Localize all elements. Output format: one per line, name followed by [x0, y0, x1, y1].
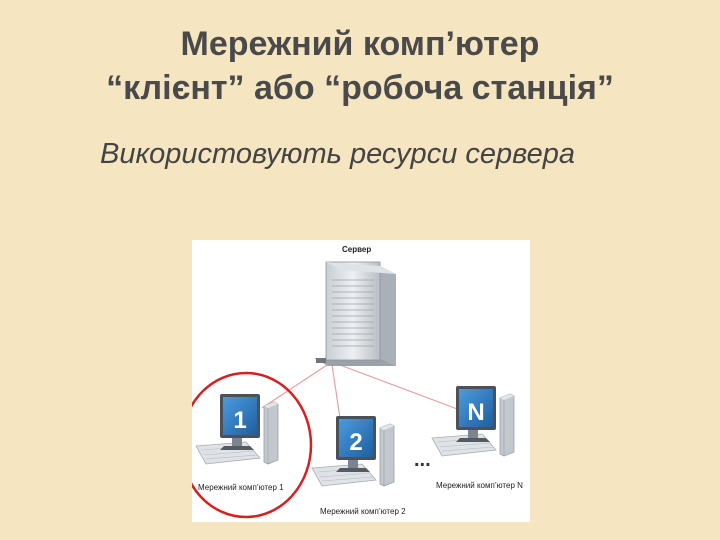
workstation-1-icon: 1 — [195, 393, 279, 465]
workstation-1-label: Мережний комп’ютер 1 — [198, 483, 284, 492]
slide-subtitle: Використовують ресурси сервера — [100, 138, 576, 170]
link-server-ws1 — [261, 364, 328, 409]
title-line-1: Мережний комп’ютер — [180, 25, 540, 63]
workstation-n-label: Мережний комп’ютер N — [436, 481, 523, 490]
workstation-2-icon: 2 — [311, 415, 395, 487]
server-icon — [314, 261, 396, 366]
ellipsis-more-workstations: ... — [414, 449, 431, 471]
link-server-ws2 — [331, 364, 341, 419]
workstation-n-icon: N — [431, 385, 515, 457]
title-line-2: “клієнт” або “робоча станція” — [106, 69, 614, 107]
workstation-n-number: N — [467, 399, 484, 426]
slide-title: Мережний комп’ютер “клієнт” або “робоча … — [0, 22, 720, 110]
network-diagram: Сервер 1 Мережний комп’ютер 1 2 Мережний… — [192, 240, 530, 522]
workstation-1-number: 1 — [233, 407, 246, 434]
network-diagram-svg: Сервер 1 Мережний комп’ютер 1 2 Мережний… — [192, 245, 523, 519]
workstation-2-number: 2 — [349, 429, 362, 456]
server-label: Сервер — [342, 245, 371, 254]
highlight-circle — [192, 371, 313, 519]
workstation-2-label: Мережний комп’ютер 2 — [320, 507, 406, 516]
link-server-wsn — [339, 364, 461, 411]
